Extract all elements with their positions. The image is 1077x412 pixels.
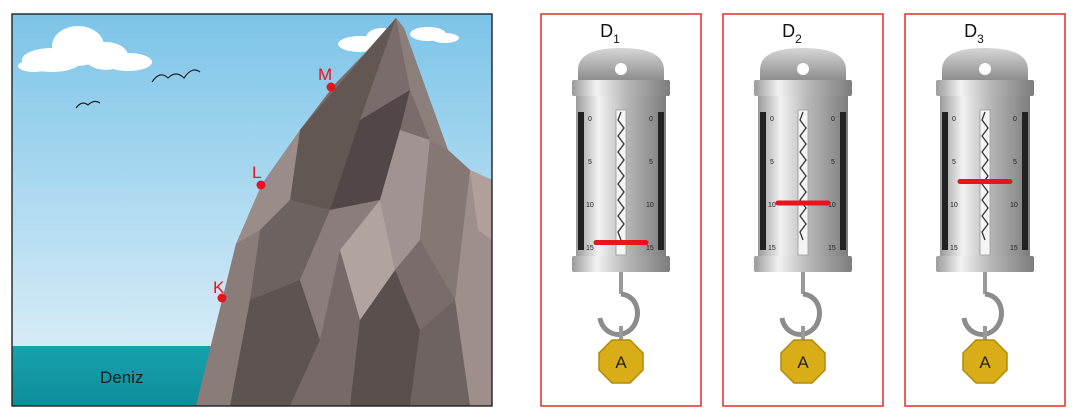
point-m: M — [318, 65, 336, 92]
bottom-band — [572, 256, 670, 272]
scale-left — [578, 112, 584, 250]
bottom-band — [936, 256, 1034, 272]
tick-label: 15 — [646, 245, 654, 252]
spring — [617, 111, 625, 241]
point-k-label: K — [213, 278, 225, 297]
slot — [797, 109, 809, 256]
tick-label: 10 — [1010, 202, 1018, 209]
tick-label: 5 — [770, 159, 774, 166]
weight-label: A — [615, 353, 627, 372]
tick-label: 5 — [649, 159, 653, 166]
dynamometer-2: D2 0 5 10 15 0 5 10 15 A — [722, 13, 884, 407]
hang-hole — [797, 63, 809, 75]
weight-label: A — [797, 353, 809, 372]
weight — [598, 339, 644, 384]
spring — [981, 111, 989, 241]
mountain-scene: K L M Deniz — [11, 13, 493, 407]
hook — [961, 291, 1004, 337]
hook — [779, 291, 822, 337]
point-k: K — [213, 278, 227, 303]
weight — [780, 339, 826, 384]
scale-left — [942, 112, 948, 250]
tick-label: 0 — [649, 116, 653, 123]
scale-left — [760, 112, 766, 250]
tick-label: 15 — [586, 245, 594, 252]
tick-label: 5 — [831, 159, 835, 166]
tick-label: 0 — [588, 116, 592, 123]
tick-label: 10 — [768, 202, 776, 209]
tick-label: 10 — [950, 202, 958, 209]
tick-label: 10 — [586, 202, 594, 209]
tick-label: 10 — [646, 202, 654, 209]
tick-label: 10 — [828, 202, 836, 209]
top-band — [936, 80, 1034, 96]
point-l: L — [252, 163, 266, 190]
point-l-label: L — [252, 163, 261, 182]
tick-label: 0 — [831, 116, 835, 123]
tick-label: 5 — [952, 159, 956, 166]
top-band — [572, 80, 670, 96]
weight-label: A — [979, 353, 991, 372]
weight — [962, 339, 1008, 384]
tick-label: 5 — [588, 159, 592, 166]
hang-hole — [615, 63, 627, 75]
weight-link — [619, 326, 623, 340]
tick-label: 15 — [950, 245, 958, 252]
mountain — [196, 18, 492, 406]
dynamometer-label: D2 — [782, 21, 802, 46]
tick-label: 15 — [828, 245, 836, 252]
hook-rod — [619, 272, 623, 294]
tick-label: 0 — [952, 116, 956, 123]
birds — [75, 69, 201, 109]
scene-frame — [11, 13, 493, 407]
tick-label: 0 — [770, 116, 774, 123]
tick-label: 15 — [1010, 245, 1018, 252]
dynamometer-label: D1 — [600, 21, 620, 46]
dynamometer-3: D3 0 5 10 15 0 5 10 15 A — [904, 13, 1066, 407]
weight-link — [983, 326, 987, 340]
bottom-band — [754, 256, 852, 272]
hang-hole — [979, 63, 991, 75]
tick-label: 15 — [768, 245, 776, 252]
hook-rod — [983, 272, 987, 294]
weight-link — [801, 326, 805, 340]
tick-label: 5 — [1013, 159, 1017, 166]
scale-right — [1022, 112, 1028, 250]
hook-rod — [801, 272, 805, 294]
point-m-label: M — [318, 65, 332, 84]
spring — [799, 111, 807, 241]
slot — [615, 109, 627, 256]
tick-label: 0 — [1013, 116, 1017, 123]
dynamometer-label: D3 — [964, 21, 984, 46]
dynamometer-1: D1 0 5 10 15 0 5 10 15 A — [540, 13, 702, 407]
scale-right — [840, 112, 846, 250]
top-band — [754, 80, 852, 96]
sea-label: Deniz — [100, 368, 143, 387]
scale-right — [658, 112, 664, 250]
hook — [597, 291, 640, 337]
